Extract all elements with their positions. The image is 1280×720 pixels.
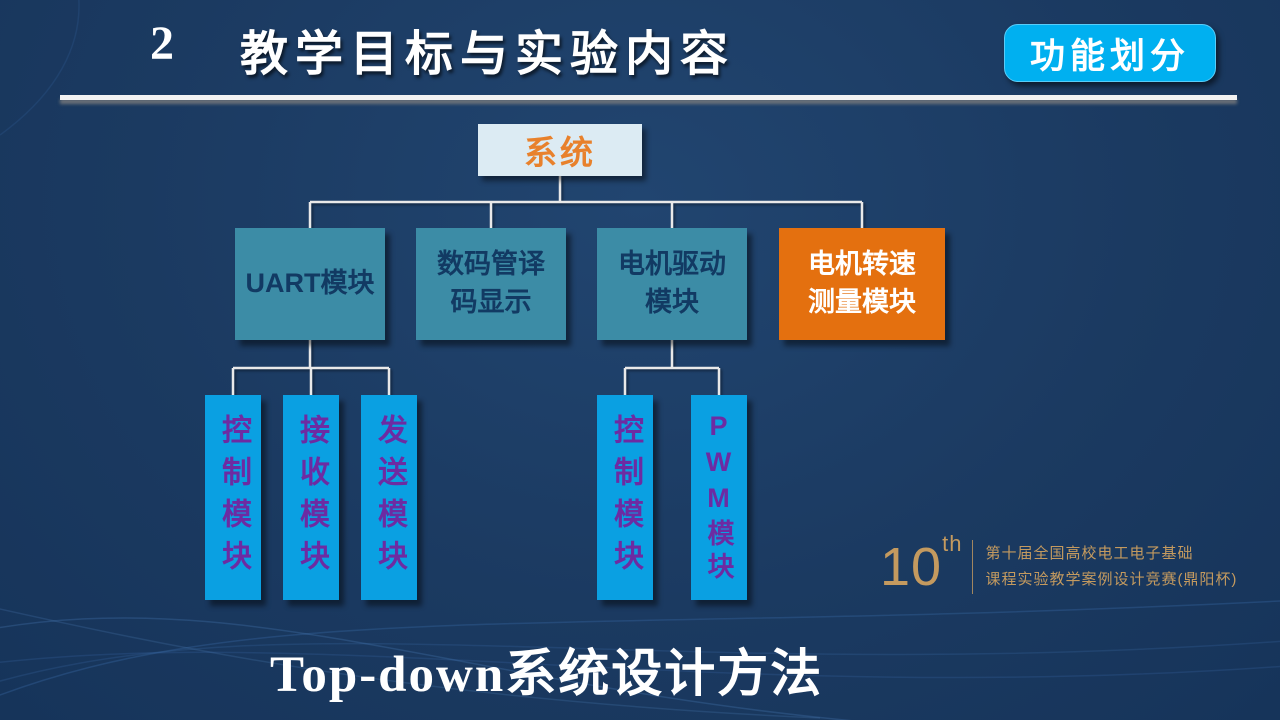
node-segment-display: 数码管译 码显示 — [416, 228, 566, 340]
node-label: PWM模块 — [703, 410, 734, 585]
node-label-line: UART模块 — [245, 268, 375, 299]
logo-number-suffix: th — [942, 531, 963, 556]
page-title: 教学目标与实验内容 — [240, 28, 736, 81]
function-division-badge: 功能划分 — [1004, 24, 1216, 82]
node-label: 控制模块 — [609, 413, 642, 582]
logo-number-text: 10 — [880, 537, 943, 597]
caption-english: Top-down — [270, 647, 506, 703]
node-uart-send: 发送模块 — [361, 395, 417, 600]
contest-name-line2: 课程实验教学案例设计竞赛(鼎阳杯) — [985, 571, 1238, 588]
node-label-line: 模块 — [645, 287, 699, 317]
node-label-line: 数码管译 — [437, 249, 545, 280]
slide-caption: Top-down系统设计方法 — [270, 632, 823, 706]
node-uart-receive: 接收模块 — [283, 395, 339, 600]
node-label: 接收模块 — [295, 413, 328, 582]
node-label-line: 测量模块 — [808, 287, 916, 317]
node-pwm: PWM模块 — [691, 395, 747, 600]
section-number: 2 — [150, 17, 174, 70]
node-motor-control: 控制模块 — [597, 395, 653, 600]
caption-chinese: 系统设计方法 — [505, 645, 824, 702]
node-speed-measure: 电机转速 测量模块 — [779, 228, 945, 340]
node-label-line: 电机转速 — [808, 249, 916, 280]
node-motor-drive: 电机驱动 模块 — [597, 228, 747, 340]
node-label-line: 码显示 — [450, 287, 532, 317]
node-label-line: 电机驱动 — [618, 249, 726, 280]
title-divider — [60, 95, 1237, 100]
contest-logo: 10th 第十届全国高校电工电子基础 课程实验教学案例设计竞赛(鼎阳杯) — [880, 533, 1237, 597]
contest-name: 第十届全国高校电工电子基础 课程实验教学案例设计竞赛(鼎阳杯) — [985, 541, 1237, 594]
node-uart: UART模块 — [235, 228, 385, 340]
logo-number: 10th — [880, 533, 962, 597]
node-label: 发送模块 — [373, 413, 406, 582]
node-system: 系统 — [478, 124, 642, 176]
node-label: 控制模块 — [217, 413, 250, 582]
logo-divider — [972, 540, 974, 594]
node-uart-control: 控制模块 — [205, 395, 261, 600]
contest-name-line1: 第十届全国高校电工电子基础 — [985, 544, 1194, 562]
